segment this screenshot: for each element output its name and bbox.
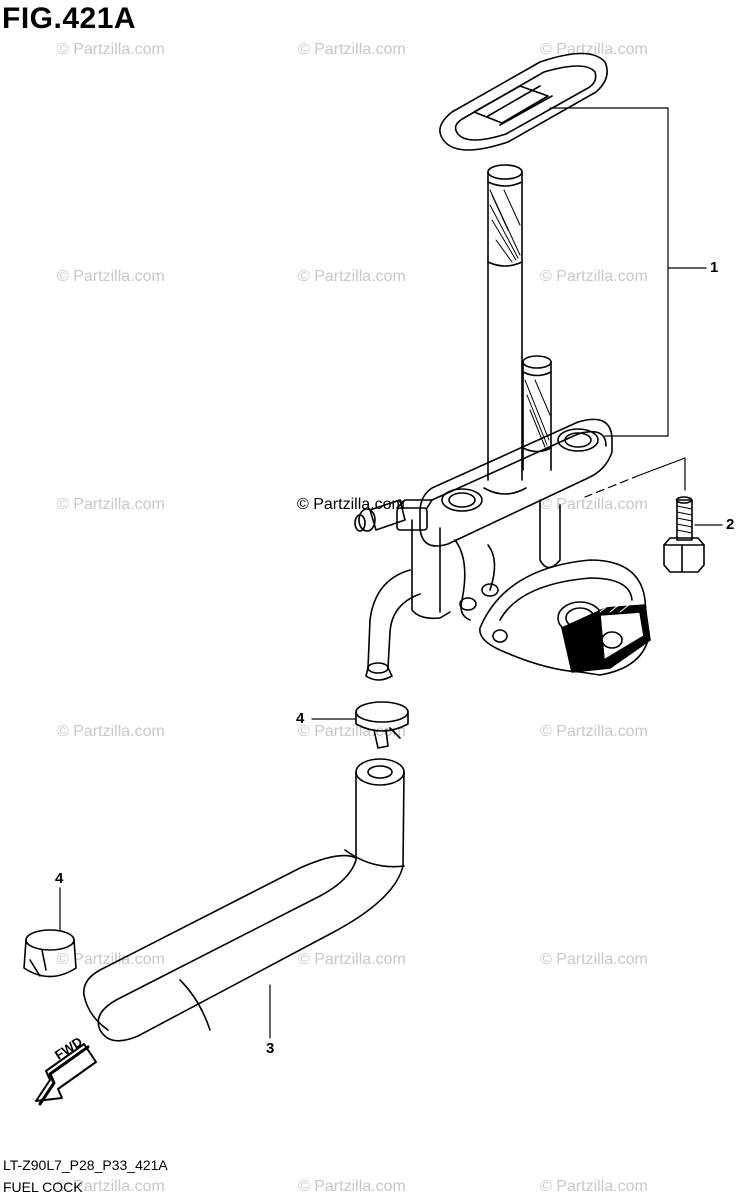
mounting-flange [419,418,613,547]
gasket-drawing [439,52,608,151]
lever-housing [479,559,649,676]
fwd-arrow-drawing [35,1043,97,1106]
watermark: © Partzilla.com [298,723,406,740]
watermark: © Partzilla.com [57,41,165,58]
figure-title: FIG.421A [2,2,137,35]
callout-2: 2 [726,516,735,533]
short-strainer-tube [522,355,552,471]
watermark: © Partzilla.com [540,1178,648,1195]
lever-knob [561,603,651,673]
watermark-emphasized: © Partzilla.com [297,496,405,513]
watermark: © Partzilla.com [57,496,165,513]
watermark: © Partzilla.com [57,723,165,740]
watermark: © Partzilla.com [298,268,406,285]
diagram-code: LT-Z90L7_P28_P33_421A [3,1157,168,1173]
upper-clamp-drawing [355,701,409,749]
lower-clamp-drawing [23,929,77,978]
watermark: © Partzilla.com [298,951,406,968]
fuel-hose-drawing [83,758,405,1042]
watermark: © Partzilla.com [298,1178,406,1195]
watermark: © Partzilla.com [540,951,648,968]
watermark: © Partzilla.com [540,723,648,740]
watermark: © Partzilla.com [57,268,165,285]
watermark: © Partzilla.com [540,41,648,58]
callout-4-upper: 4 [296,710,305,727]
callout-4-lower: 4 [55,870,64,887]
watermark: © Partzilla.com [57,951,165,968]
watermark: © Partzilla.com [57,1178,165,1195]
valve-body [396,499,561,621]
watermark: © Partzilla.com [298,41,406,58]
long-strainer-tube [487,164,523,481]
watermark: © Partzilla.com [540,496,648,513]
callout-3: 3 [266,1040,275,1057]
callout-1: 1 [710,259,719,276]
diagram-caption: FUEL COCK [3,1179,83,1195]
side-nipple [354,499,406,532]
bolt-drawing [663,496,705,573]
outlet-pipe [365,569,421,681]
watermark: © Partzilla.com [540,268,648,285]
leader-lines [59,107,723,1039]
